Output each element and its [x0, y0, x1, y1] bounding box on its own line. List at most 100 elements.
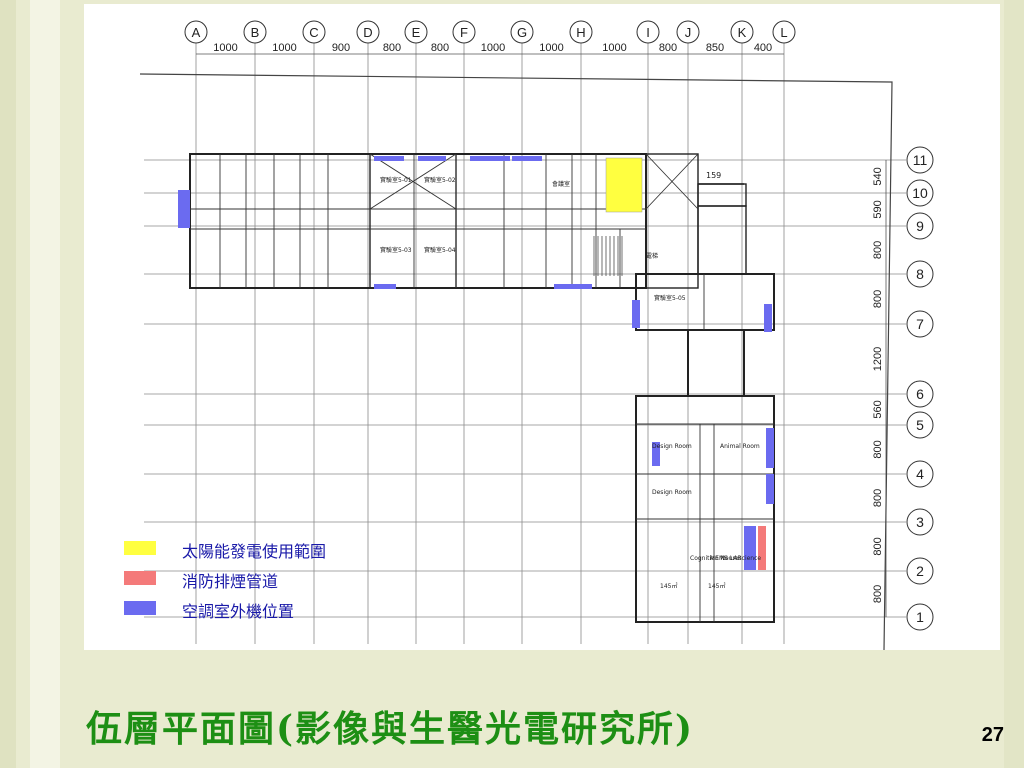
- site-boundary: [139, 73, 893, 650]
- grid-row-label-7: 7: [916, 316, 924, 332]
- floor-plan-panel: [84, 4, 1000, 650]
- room-lab-503: 實驗室5-03: [380, 246, 412, 254]
- grid-column-label-D: D: [363, 25, 372, 40]
- grid-column-label-L: L: [780, 25, 787, 40]
- interior-partitions: [190, 153, 774, 622]
- grid-column-label-A: A: [192, 25, 201, 40]
- room-lab-501: 實驗室5-01: [380, 176, 412, 184]
- legend-swatch-smoke: [124, 571, 156, 585]
- grid-row-bubble: [906, 557, 934, 585]
- column-spacing-label: 850: [706, 42, 724, 54]
- grid-column-label-I: I: [646, 25, 650, 40]
- grid-column-bubble: [184, 20, 208, 44]
- room-lab-505: 實驗室5-05: [654, 294, 686, 302]
- column-spacing-label: 1000: [213, 42, 237, 54]
- row-spacing-label: 1200: [872, 347, 884, 371]
- grid-row-bubble: [906, 212, 934, 240]
- row-spacing-label: 540: [872, 167, 884, 185]
- grid-row-bubble: [906, 179, 934, 207]
- grid-row-bubble: [906, 380, 934, 408]
- background-stripe: [30, 0, 60, 768]
- row-spacing-label: 560: [872, 400, 884, 418]
- row-spacing-label: 800: [872, 489, 884, 507]
- grid-row-label-8: 8: [916, 266, 924, 282]
- legend-swatch-ac: [124, 601, 156, 615]
- grid-row-bubble: [906, 603, 934, 631]
- page-number: 27: [981, 724, 1004, 746]
- grid-row-label-5: 5: [916, 417, 924, 433]
- grid-column-bubble: [730, 20, 754, 44]
- grid-row-label-2: 2: [916, 563, 924, 579]
- grid-row-label-6: 6: [916, 386, 924, 402]
- column-spacing-label: 1000: [602, 42, 626, 54]
- grid-column-label-E: E: [412, 25, 421, 40]
- grid-column-label-G: G: [517, 25, 527, 40]
- room-design-1: Design Room: [652, 443, 692, 450]
- grid-row-bubble: [906, 460, 934, 488]
- room-design-2: Design Room: [652, 489, 692, 496]
- room-label-159: 159: [706, 171, 721, 180]
- room-lab-504: 實驗室5-04: [424, 246, 456, 254]
- grid-column-label-K: K: [738, 25, 747, 40]
- ac-units: [178, 156, 774, 570]
- grid-row-label-11: 11: [913, 152, 928, 168]
- legend-label-solar: 太陽能發電使用範圍: [182, 542, 327, 561]
- grid-column-label-H: H: [576, 25, 585, 40]
- column-labels: A B C D E F G H I J K L 1000 1000 900 800 800 1000 1000 100…: [184, 20, 796, 55]
- room-cognition: Cognition Neuroscience: [690, 555, 761, 562]
- grid-column-label-B: B: [251, 25, 260, 40]
- floor-plan: A B C D E F G H I J K L 1000 1000 900 800 800 1000 1000 100…: [139, 20, 934, 650]
- grid-column-bubble: [356, 20, 380, 44]
- row-spacing-label: 800: [872, 290, 884, 308]
- column-spacing-label: 400: [754, 42, 772, 54]
- grid-column-bubble: [510, 20, 534, 44]
- grid-column-bubble: [302, 20, 326, 44]
- column-spacing-label: 1000: [539, 42, 563, 54]
- grid-column-bubble: [636, 20, 660, 44]
- slide-title: 伍層平面圖(影像與生醫光電研究所): [86, 708, 695, 750]
- column-spacing-label: 1000: [481, 42, 505, 54]
- grid-column-label-J: J: [685, 25, 692, 40]
- grid-column-bubble: [676, 20, 700, 44]
- room-area-b: 145㎡: [708, 582, 725, 590]
- grid-row-bubble: [906, 310, 934, 338]
- legend-label-smoke: 消防排煙管道: [182, 572, 279, 591]
- row-spacing-label: 800: [872, 440, 884, 458]
- row-spacing-label: 800: [872, 585, 884, 603]
- grid-column-label-C: C: [309, 25, 318, 40]
- column-spacing-label: 1000: [272, 42, 296, 54]
- legend-swatch-solar: [124, 541, 156, 555]
- grid-column-bubble: [569, 20, 593, 44]
- grid-row-bubble: [906, 411, 934, 439]
- grid-row-bubble: [906, 508, 934, 536]
- grid-row-label-9: 9: [916, 218, 924, 234]
- room-animal: Animal Room: [720, 443, 760, 450]
- room-mems: MEMS LAB: [710, 555, 742, 562]
- column-spacing-label: 800: [659, 42, 677, 54]
- background-stripe: [1004, 0, 1024, 768]
- grid-row-bubble: [906, 260, 934, 288]
- solar-zone: [605, 157, 643, 213]
- legend-label-ac: 空調室外機位置: [182, 602, 295, 621]
- column-spacing-label: 800: [431, 42, 449, 54]
- column-spacing-label: 900: [332, 42, 350, 54]
- grid-column-bubble: [452, 20, 476, 44]
- row-spacing-label: 590: [872, 200, 884, 218]
- grid-column-bubble: [243, 20, 267, 44]
- grid-column-bubble: [772, 20, 796, 44]
- stair: [593, 236, 623, 276]
- room-lab-502: 實驗室5-02: [424, 176, 456, 184]
- grid-row-label-1: 1: [916, 609, 924, 625]
- room-meeting: 會議室: [552, 180, 570, 188]
- grid-row-label-4: 4: [916, 466, 924, 482]
- row-labels: 11 10 9 8 7 6 5 4 3 2 1 540 590 800 800 1200 560 800 800 80…: [872, 146, 934, 631]
- row-spacing-label: 800: [872, 537, 884, 555]
- grid-column-label-F: F: [460, 25, 468, 40]
- row-spacing-label: 800: [872, 241, 884, 259]
- background-stripe: [0, 0, 16, 768]
- grid-row-label-10: 10: [912, 185, 928, 201]
- smoke-duct: [758, 526, 766, 570]
- room-elevator-hall: 電梯: [646, 252, 658, 260]
- grid-row-label-3: 3: [916, 514, 924, 530]
